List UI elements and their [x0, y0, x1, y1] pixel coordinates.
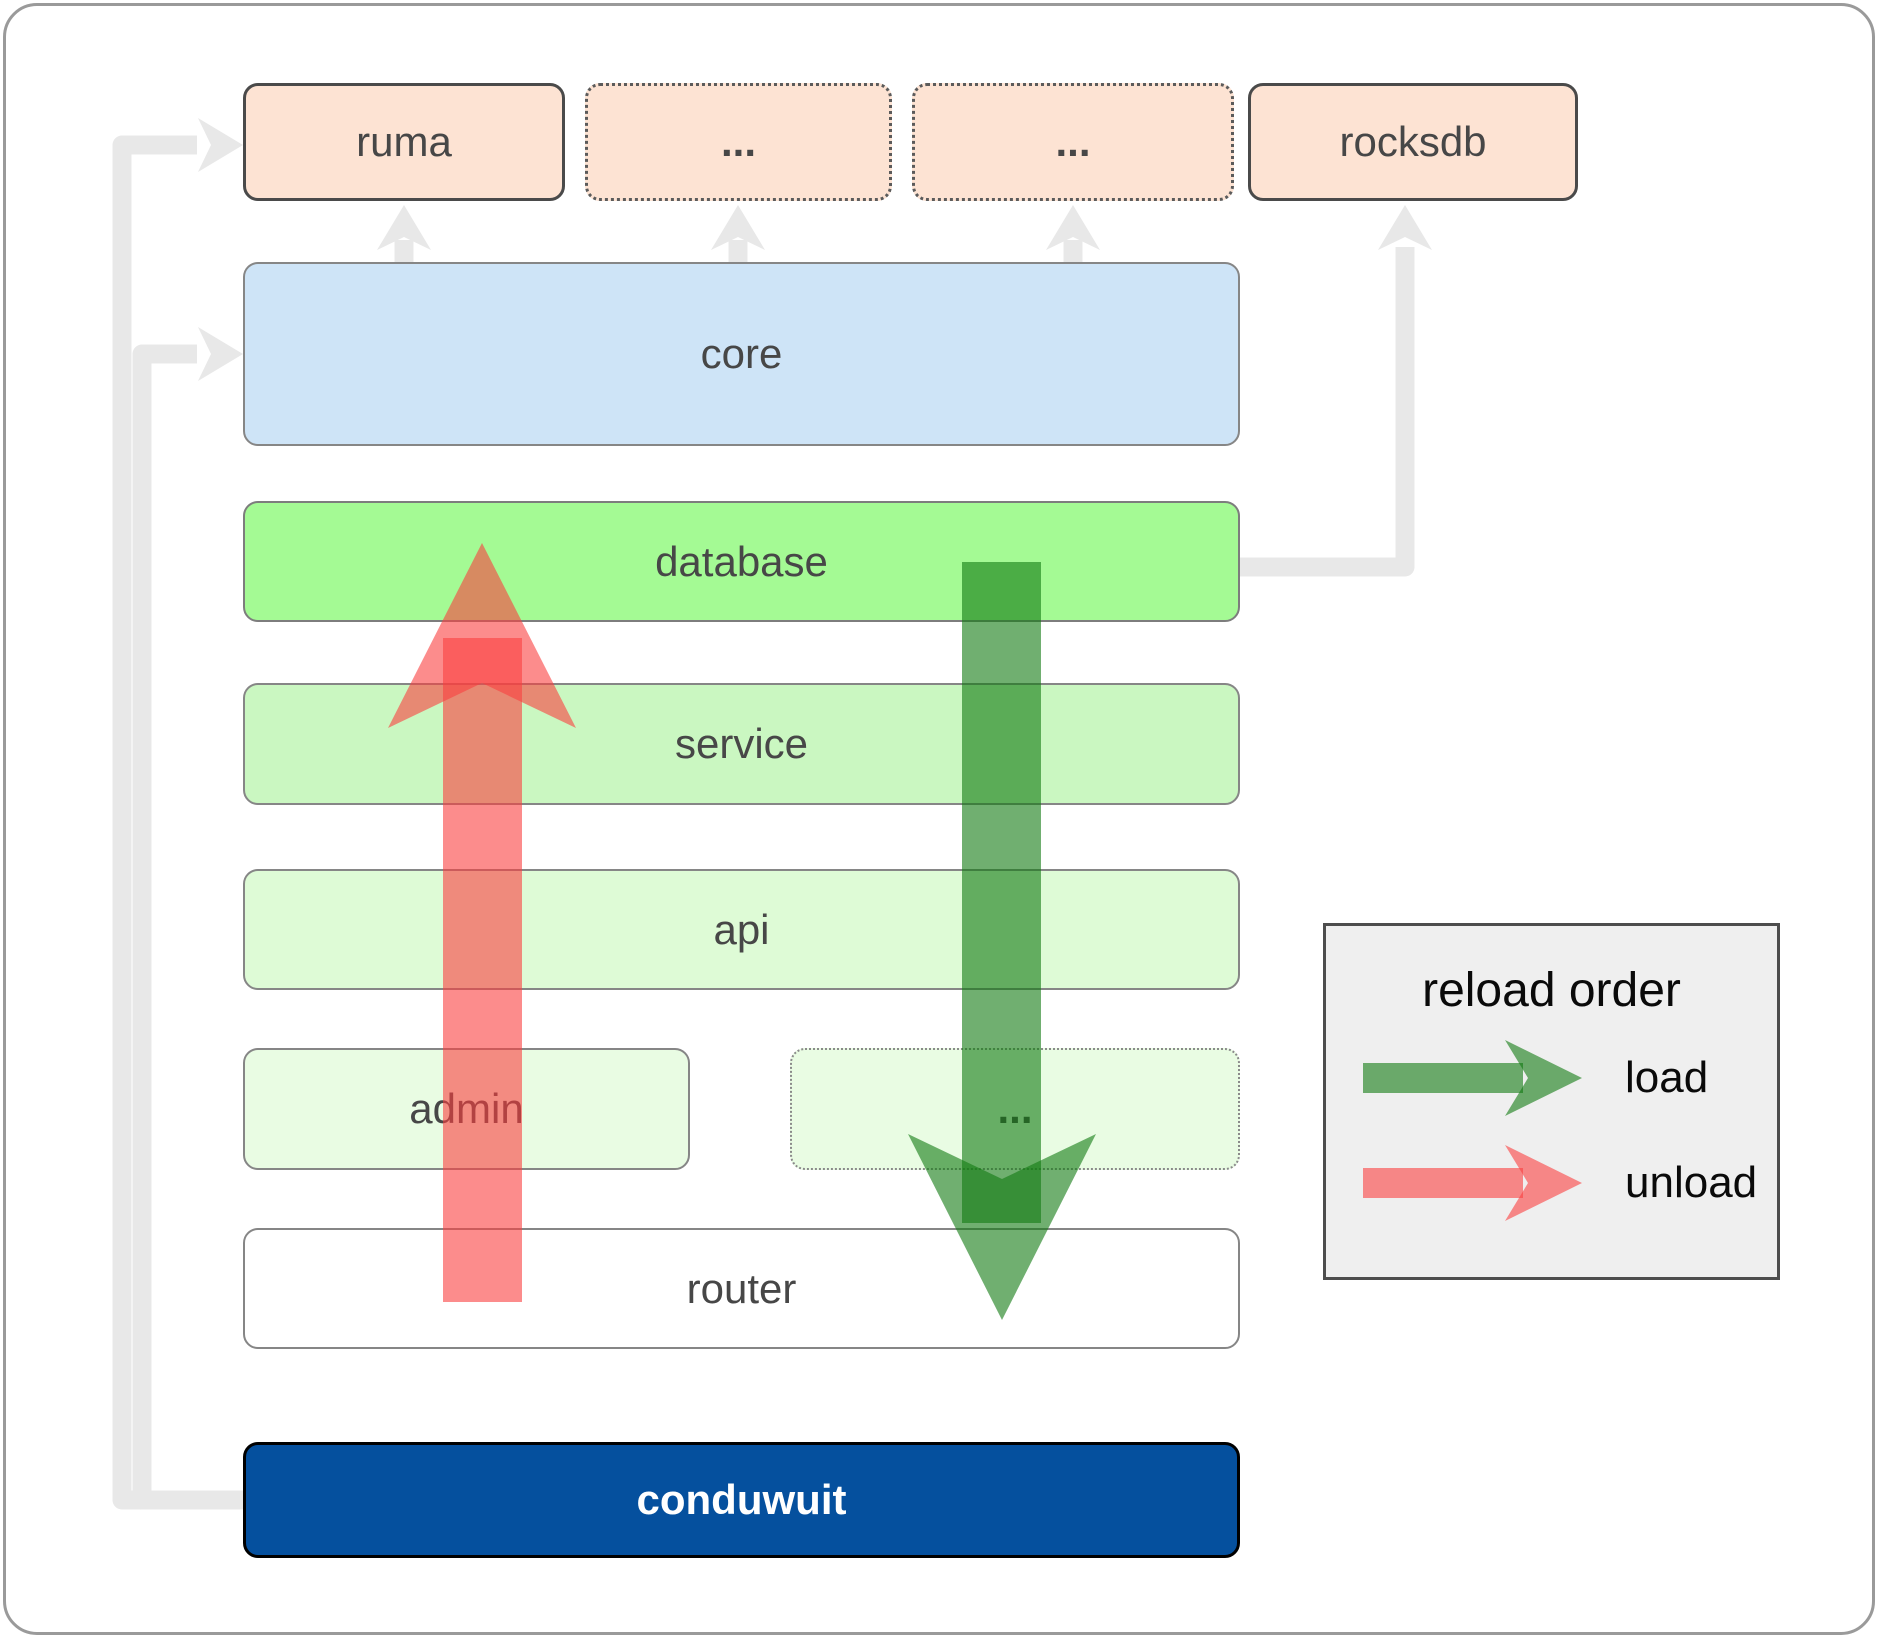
node-database: database [243, 501, 1240, 622]
node-conduwuit-label: conduwuit [636, 1476, 847, 1523]
legend-unload-label: unload [1625, 1158, 1758, 1207]
legend-title: reload order [1422, 964, 1681, 1017]
unload-arrow [388, 543, 576, 1302]
edge-database-to-rocksdb [1240, 205, 1432, 577]
node-ruma: ruma [243, 83, 565, 201]
node-core-label: core [700, 330, 783, 377]
legend-unload-arrow-icon [1363, 1145, 1582, 1221]
diagram-outer-border [3, 3, 1875, 1635]
node-api-label: api [713, 905, 770, 953]
edge-core-to-ruma [377, 205, 431, 262]
node-api: api [243, 869, 1240, 990]
node-rocksdb-label: rocksdb [1339, 118, 1487, 165]
load-arrow [908, 562, 1096, 1320]
node-ruma-label: ruma [356, 118, 452, 165]
node-router: router [243, 1228, 1240, 1349]
node-rocksdb: rocksdb [1248, 83, 1578, 201]
node-dependency-ellipsis-2: ... [912, 83, 1234, 201]
node-dependency-ellipsis-2-label: ... [1055, 118, 1091, 165]
node-conduwuit: conduwuit [243, 1442, 1240, 1558]
node-database-label: database [655, 537, 828, 585]
node-dependency-ellipsis-1-label: ... [720, 118, 756, 165]
node-router-label: router [686, 1264, 797, 1312]
edge-core-to-deps-1 [711, 205, 765, 262]
edge-core-to-deps-2 [1046, 205, 1100, 262]
node-core: core [243, 262, 1240, 446]
node-dependency-ellipsis-1: ... [585, 83, 892, 201]
legend-load-label: load [1625, 1053, 1709, 1102]
legend-load-arrow-icon [1363, 1040, 1582, 1116]
node-service-label: service [674, 720, 809, 767]
edge-conduwuit-to-core [132, 327, 243, 1510]
legend-box [1323, 923, 1780, 1280]
